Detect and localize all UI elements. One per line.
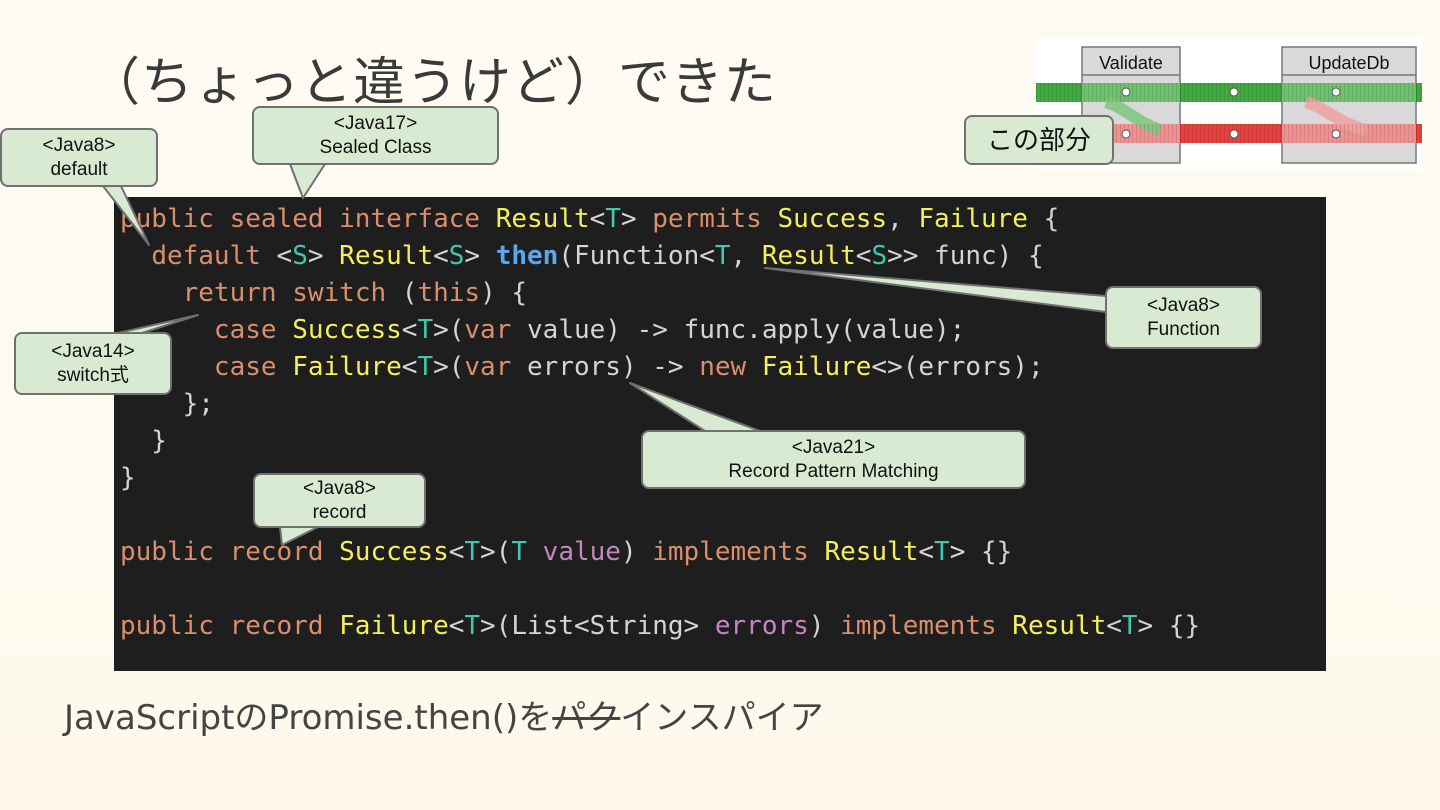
- code-line-7: }: [120, 426, 167, 456]
- code-line-2: default <S> Result<S> then(Function<T, R…: [151, 241, 1044, 271]
- callout-record-pattern-matching: <Java21> Record Pattern Matching: [641, 430, 1026, 489]
- updatedb-label: UpdateDb: [1308, 53, 1389, 73]
- callout-switch-expression: <Java14> switch式: [14, 332, 172, 395]
- footer-suffix: インスパイア: [620, 698, 824, 738]
- code-line-3: return switch (this) {: [182, 278, 528, 308]
- code-line-6: };: [120, 389, 214, 419]
- code-line-success-record: public record Success<T>(T value) implem…: [120, 537, 1013, 567]
- updatedb-box: [1281, 46, 1417, 164]
- code-line-5: case Failure<T>(var errors) -> new Failu…: [213, 352, 1044, 382]
- callout-this-part: この部分: [964, 115, 1114, 165]
- code-line-1: public sealed interface Result<T> permit…: [120, 204, 1060, 234]
- code-block: public sealed interface Result<T> permit…: [114, 197, 1326, 671]
- footer-text: JavaScriptのPromise.then()をパクインスパイア: [64, 690, 824, 739]
- validate-label: Validate: [1099, 53, 1163, 73]
- callout-sealed-class: <Java17> Sealed Class: [252, 106, 499, 165]
- footer-struck-word: パク: [552, 698, 621, 738]
- callout-function: <Java8> Function: [1105, 286, 1262, 349]
- code-line-8: }: [120, 463, 136, 493]
- then-method: then: [495, 241, 559, 271]
- code-line-failure-record: public record Failure<T>(List<String> er…: [120, 611, 1201, 641]
- callout-default: <Java8> default: [0, 128, 158, 187]
- callout-record: <Java8> record: [253, 473, 426, 528]
- code-line-4: case Success<T>(var value) -> func.apply…: [213, 315, 966, 345]
- footer-prefix: JavaScriptのPromise.then()を: [64, 698, 553, 738]
- slide-title: （ちょっと違うけど）できた: [88, 53, 778, 113]
